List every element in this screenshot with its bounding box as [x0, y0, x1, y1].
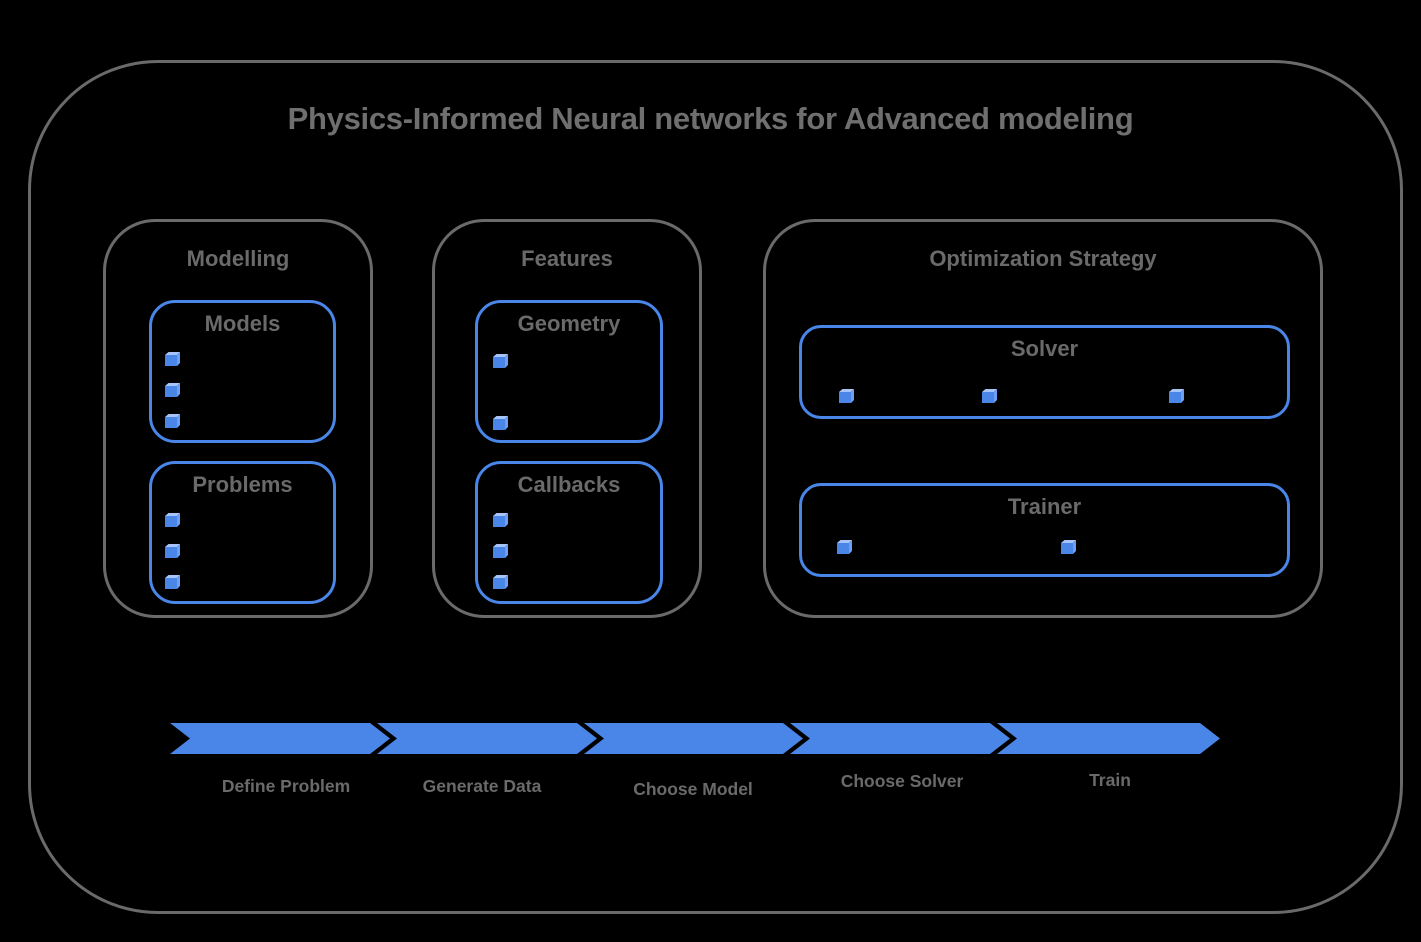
bullet-cube-icon	[164, 413, 181, 429]
section-features-title: Features	[521, 246, 613, 271]
box-callbacks: Callbacks	[475, 461, 663, 604]
box-callbacks-title: Callbacks	[517, 472, 621, 497]
box-models-title: Models	[204, 311, 281, 336]
section-optimization-strategy: Optimization Strategy Solver Trainer	[763, 219, 1323, 618]
box-problems: Problems	[149, 461, 336, 604]
workflow-step-label: Choose Model	[633, 779, 753, 799]
bullet-cube-icon	[981, 388, 998, 404]
bullet-cube-icon	[492, 543, 509, 559]
workflow-step-label: Choose Solver	[840, 771, 964, 791]
box-problems-title: Problems	[192, 472, 293, 497]
box-trainer: Trainer	[799, 483, 1290, 577]
bullet-cube-icon	[1060, 539, 1077, 555]
bullet-cube-icon	[492, 512, 509, 528]
bullet-cube-icon	[164, 574, 181, 590]
bullet-cube-icon	[492, 574, 509, 590]
box-solver-title: Solver	[1010, 336, 1079, 361]
box-models: Models	[149, 300, 336, 443]
bullet-cube-icon	[492, 353, 509, 369]
bullet-cube-icon	[836, 539, 853, 555]
section-features: Features Geometry Callbacks	[432, 219, 702, 618]
section-optimization-title: Optimization Strategy	[929, 246, 1157, 271]
arrow-segment	[170, 723, 390, 754]
bullet-cube-icon	[492, 415, 509, 431]
box-geometry-title: Geometry	[517, 311, 621, 336]
workflow-step-label: Train	[1089, 770, 1131, 790]
box-trainer-title: Trainer	[1007, 494, 1082, 519]
box-geometry: Geometry	[475, 300, 663, 443]
problems-bullet-list	[164, 512, 181, 590]
arrow-segment	[790, 723, 1010, 754]
section-modelling: Modelling Models Problems	[103, 219, 373, 618]
bullet-cube-icon	[164, 382, 181, 398]
bullet-cube-icon	[1168, 388, 1185, 404]
section-modelling-title: Modelling	[186, 246, 290, 271]
bullet-cube-icon	[164, 351, 181, 367]
bullet-cube-icon	[838, 388, 855, 404]
arrow-segment	[584, 723, 803, 754]
geometry-bullet-list	[492, 353, 509, 431]
outer-container	[28, 60, 1403, 914]
models-bullet-list	[164, 351, 181, 429]
bullet-cube-icon	[164, 543, 181, 559]
bullet-cube-icon	[164, 512, 181, 528]
arrow-segment	[377, 723, 597, 754]
workflow-step-label: Generate Data	[422, 776, 542, 796]
diagram-title: Physics-Informed Neural networks for Adv…	[287, 101, 1134, 136]
arrow-segment	[997, 723, 1220, 754]
box-solver: Solver	[799, 325, 1290, 419]
workflow-step-label: Define Problem	[221, 776, 351, 796]
callbacks-bullet-list	[492, 512, 509, 590]
